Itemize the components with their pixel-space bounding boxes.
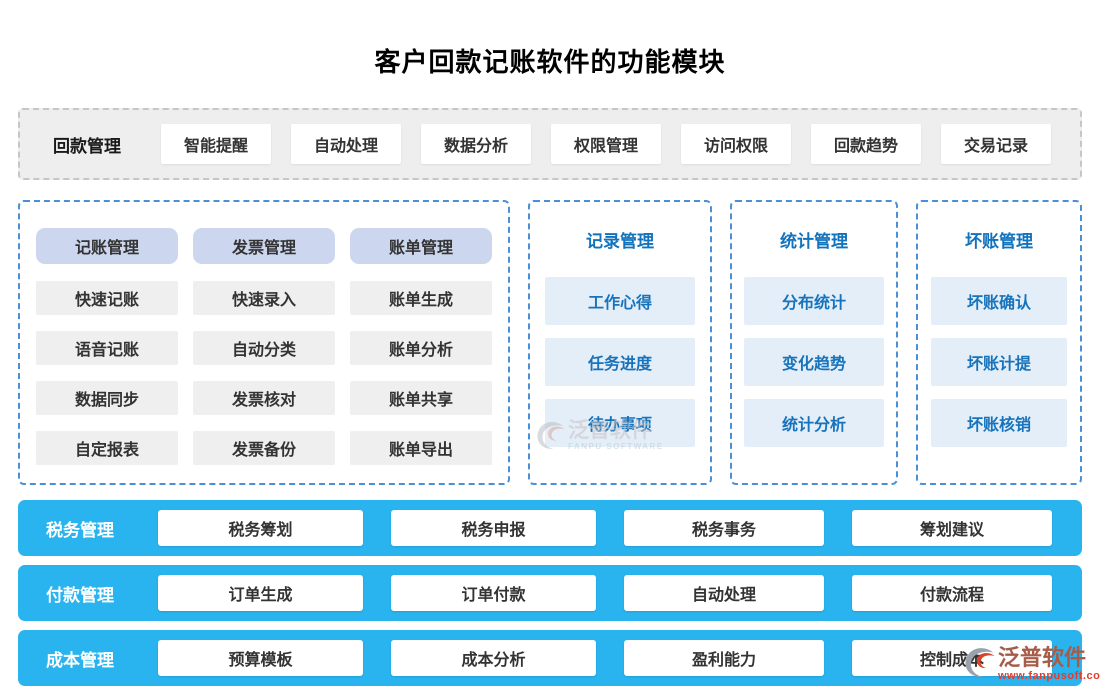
module-button-change-trend[interactable]: 变化趋势	[744, 338, 884, 386]
statistics-panel: 统计管理 分布统计 变化趋势 统计分析	[730, 200, 898, 485]
top-bar-item-repayment-trend[interactable]: 回款趋势	[811, 124, 921, 164]
module-button-auto-processing[interactable]: 自动处理	[624, 575, 824, 611]
top-bar-item-smart-reminder[interactable]: 智能提醒	[161, 124, 271, 164]
module-button-bad-debt-writeoff[interactable]: 坏账核销	[931, 399, 1067, 447]
ledger-column-bookkeeping: 记账管理 快速记账 语音记账 数据同步 自定报表	[36, 228, 178, 483]
module-button-tax-planning[interactable]: 税务筹划	[158, 510, 363, 546]
bad-debt-panel-title: 坏账管理	[965, 232, 1033, 251]
top-bar-item-data-analysis[interactable]: 数据分析	[421, 124, 531, 164]
watermark-bottom-right: 泛普软件 www.fanpusoft.com	[964, 646, 1100, 683]
module-button-todo-items[interactable]: 待办事项	[545, 399, 695, 447]
module-button-voice-bookkeeping[interactable]: 语音记账	[36, 331, 178, 365]
repayment-management-bar: 回款管理 智能提醒 自动处理 数据分析 权限管理 访问权限 回款趋势 交易记录	[18, 108, 1082, 180]
fanpu-logo-icon	[964, 646, 998, 683]
bad-debt-panel: 坏账管理 坏账确认 坏账计提 坏账核销	[916, 200, 1082, 485]
invoice-header: 发票管理	[193, 228, 335, 264]
watermark-brand: 泛普软件	[568, 419, 652, 442]
module-button-payment-flow[interactable]: 付款流程	[852, 575, 1052, 611]
watermark-brand: 泛普软件	[998, 645, 1087, 670]
module-button-cost-control[interactable]: 控制成本	[852, 640, 1052, 676]
module-button-work-notes[interactable]: 工作心得	[545, 277, 695, 325]
cost-bar-label: 成本管理	[46, 650, 114, 670]
module-button-bad-debt-confirm[interactable]: 坏账确认	[931, 277, 1067, 325]
module-button-bill-generate[interactable]: 账单生成	[350, 281, 492, 315]
module-button-bad-debt-provision[interactable]: 坏账计提	[931, 338, 1067, 386]
module-button-order-generate[interactable]: 订单生成	[158, 575, 363, 611]
payment-bar-label: 付款管理	[46, 585, 114, 605]
fanpu-logo-icon	[536, 420, 568, 455]
module-panels-row: 记账管理 快速记账 语音记账 数据同步 自定报表 发票管理 快速录入 自动分类 …	[18, 200, 1082, 485]
record-panel: 记录管理 工作心得 任务进度 待办事项	[528, 200, 712, 485]
module-button-auto-classify[interactable]: 自动分类	[193, 331, 335, 365]
ledger-column-bill: 账单管理 账单生成 账单分析 账单共享 账单导出	[350, 228, 492, 483]
ledger-column-invoice: 发票管理 快速录入 自动分类 发票核对 发票备份	[193, 228, 335, 483]
page-title: 客户回款记账软件的功能模块	[374, 47, 726, 77]
module-button-distribution-stats[interactable]: 分布统计	[744, 277, 884, 325]
top-bar-item-auto-process[interactable]: 自动处理	[291, 124, 401, 164]
module-button-profitability[interactable]: 盈利能力	[624, 640, 824, 676]
module-button-planning-advice[interactable]: 筹划建议	[852, 510, 1052, 546]
record-panel-title: 记录管理	[586, 232, 654, 251]
bill-header: 账单管理	[350, 228, 492, 264]
module-button-bill-analysis[interactable]: 账单分析	[350, 331, 492, 365]
module-button-quick-entry[interactable]: 快速录入	[193, 281, 335, 315]
module-button-invoice-backup[interactable]: 发票备份	[193, 431, 335, 465]
payment-management-bar: 付款管理 订单生成 订单付款 自动处理 付款流程	[18, 565, 1082, 621]
watermark-center: 泛普软件 FANPU SOFTWARE	[536, 420, 664, 455]
top-bar-item-permission-mgmt[interactable]: 权限管理	[551, 124, 661, 164]
module-button-bill-share[interactable]: 账单共享	[350, 381, 492, 415]
top-bar-item-access-rights[interactable]: 访问权限	[681, 124, 791, 164]
module-button-data-sync[interactable]: 数据同步	[36, 381, 178, 415]
repayment-bar-label: 回款管理	[53, 136, 121, 156]
module-button-budget-template[interactable]: 预算模板	[158, 640, 363, 676]
module-button-tax-filing[interactable]: 税务申报	[391, 510, 596, 546]
module-button-cost-analysis[interactable]: 成本分析	[391, 640, 596, 676]
bookkeeping-header: 记账管理	[36, 228, 178, 264]
cost-management-bar: 成本管理 预算模板 成本分析 盈利能力 控制成本	[18, 630, 1082, 686]
module-button-tax-affairs[interactable]: 税务事务	[624, 510, 824, 546]
module-button-invoice-check[interactable]: 发票核对	[193, 381, 335, 415]
module-button-task-progress[interactable]: 任务进度	[545, 338, 695, 386]
statistics-panel-title: 统计管理	[780, 232, 848, 251]
module-button-custom-report[interactable]: 自定报表	[36, 431, 178, 465]
watermark-url: www.fanpusoft.com	[998, 670, 1100, 682]
watermark-brand-en: FANPU SOFTWARE	[568, 442, 664, 451]
tax-management-bar: 税务管理 税务筹划 税务申报 税务事务 筹划建议	[18, 500, 1082, 556]
module-button-stat-analysis[interactable]: 统计分析	[744, 399, 884, 447]
module-button-order-payment[interactable]: 订单付款	[391, 575, 596, 611]
module-button-quick-bookkeeping[interactable]: 快速记账	[36, 281, 178, 315]
module-button-bill-export[interactable]: 账单导出	[350, 431, 492, 465]
tax-bar-label: 税务管理	[46, 520, 114, 540]
top-bar-item-transaction-record[interactable]: 交易记录	[941, 124, 1051, 164]
ledger-panel: 记账管理 快速记账 语音记账 数据同步 自定报表 发票管理 快速录入 自动分类 …	[18, 200, 510, 485]
